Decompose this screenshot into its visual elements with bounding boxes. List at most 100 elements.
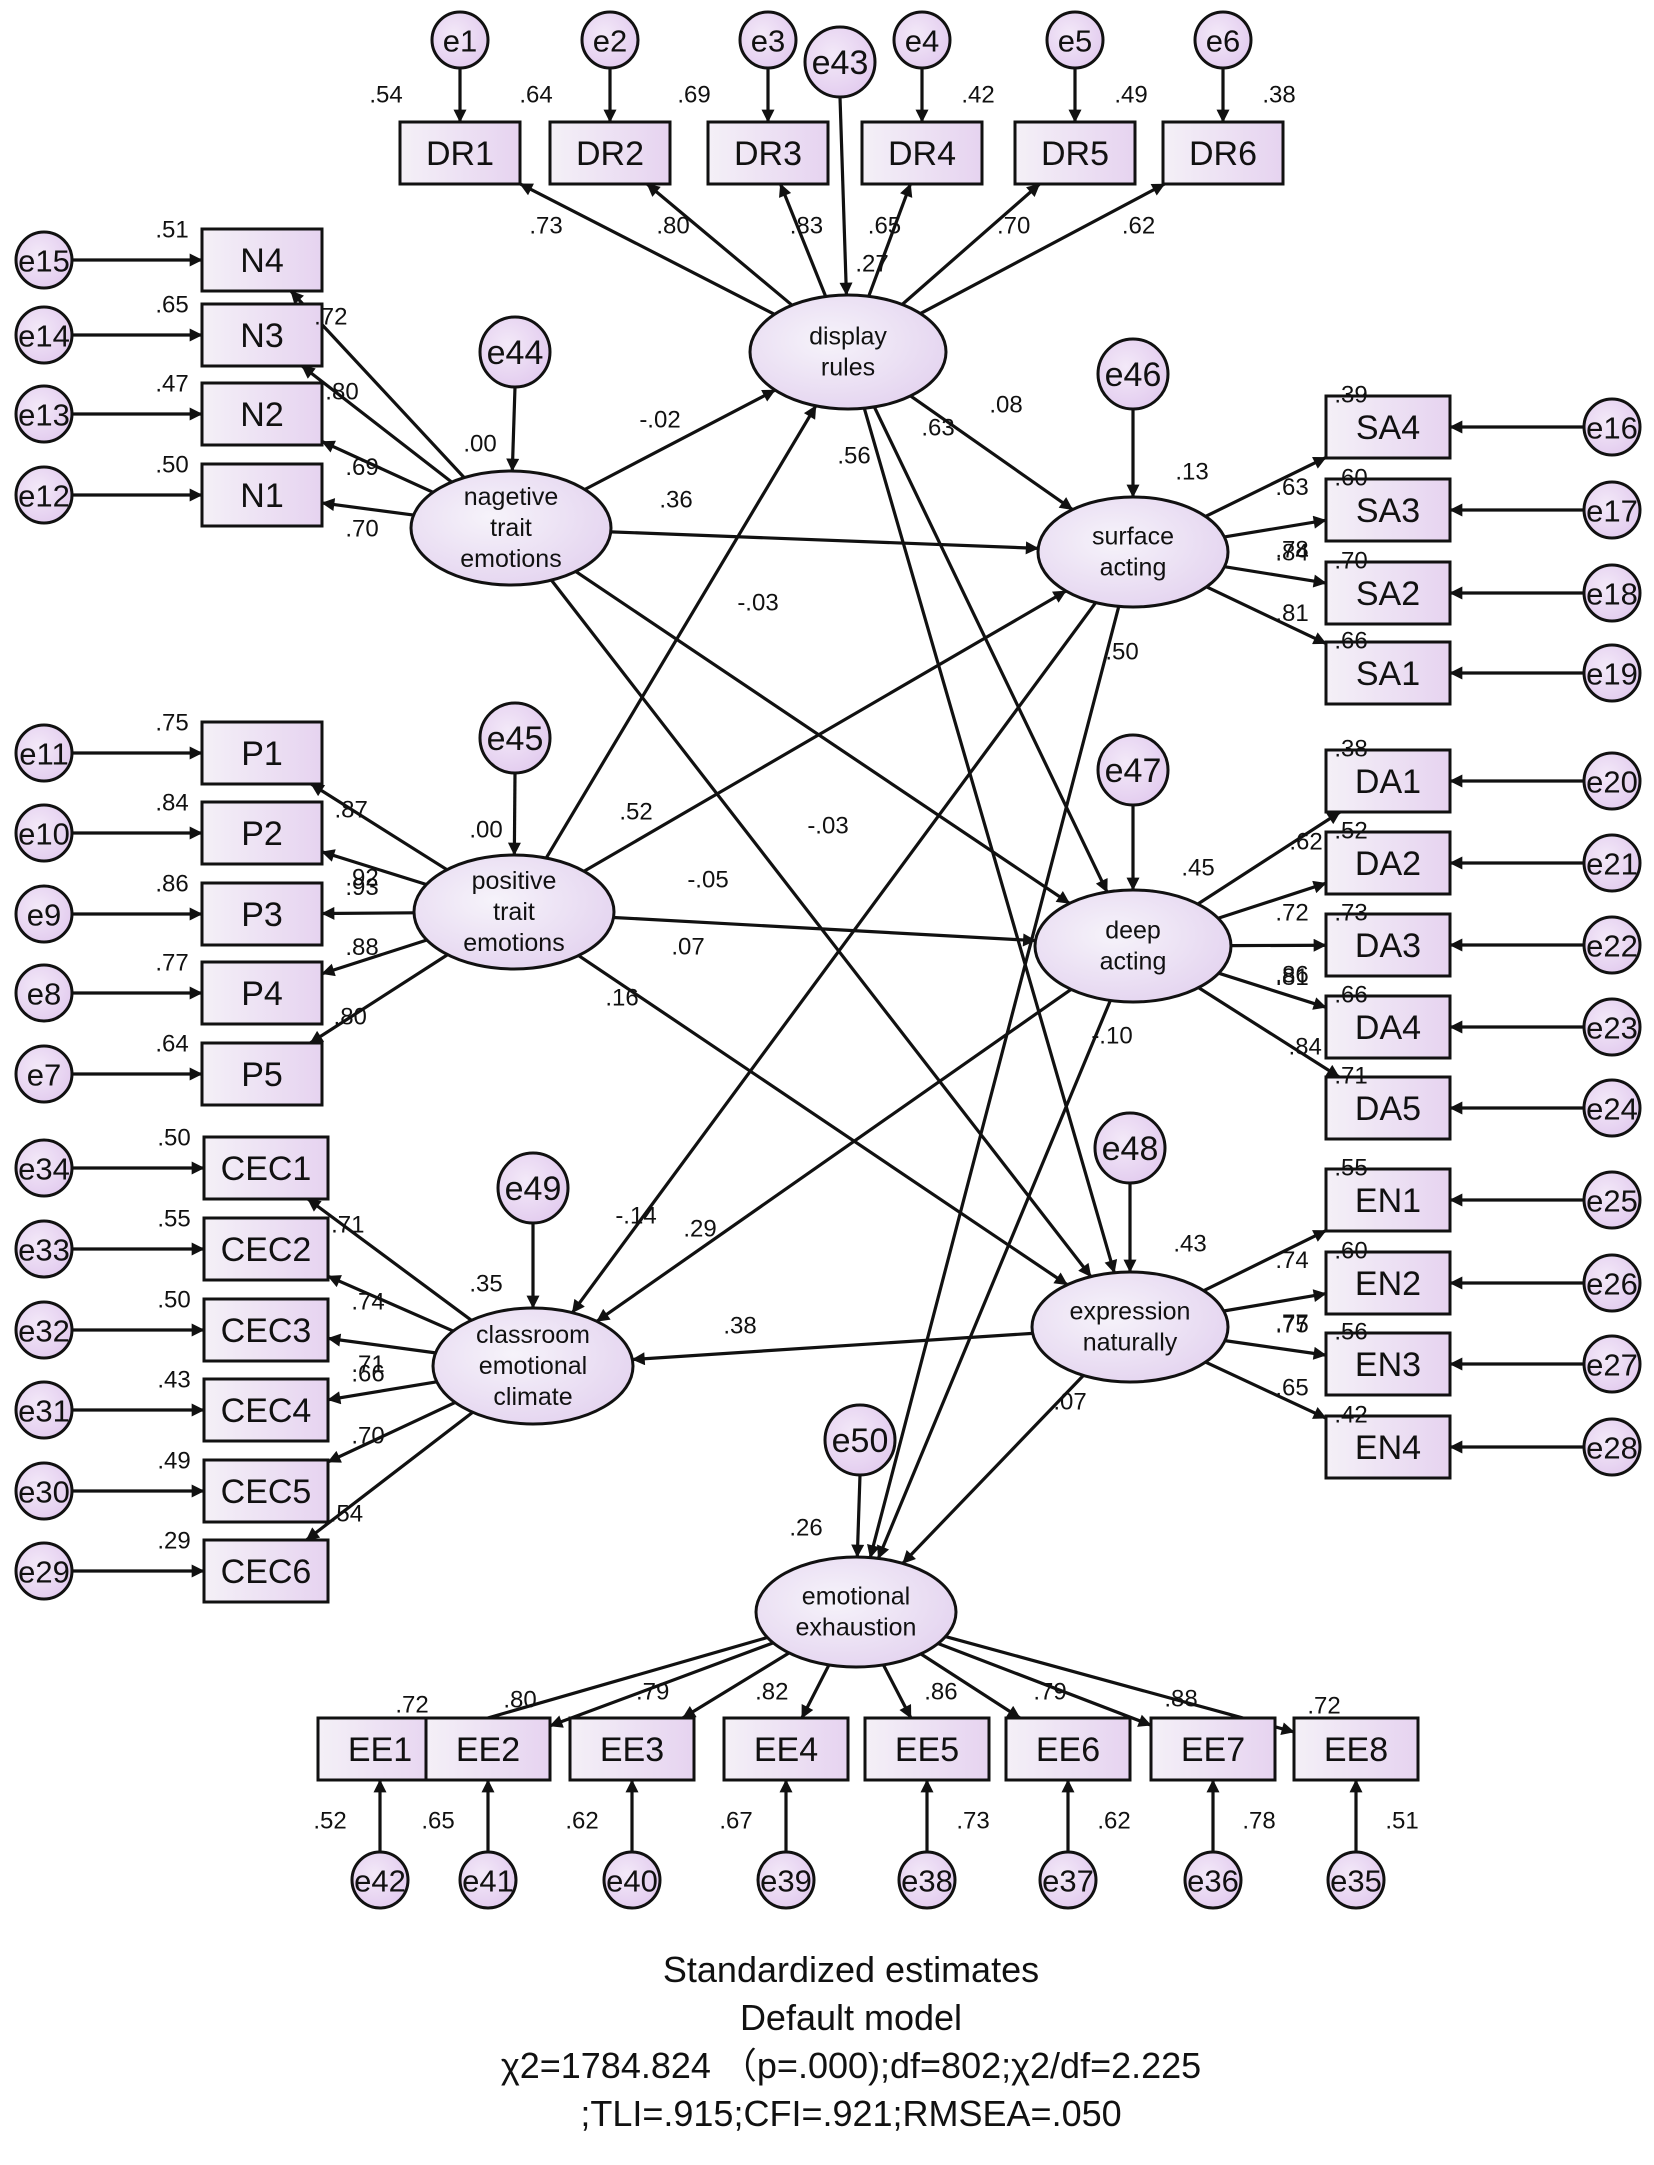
svg-text:N2: N2: [240, 396, 283, 434]
path-coef-sa-to-cec: -.14: [615, 1203, 656, 1230]
svg-text:EE5: EE5: [895, 1731, 959, 1769]
path-coef-pe-to-dr: .52: [619, 799, 652, 826]
indicator-cec4: CEC4: [202, 1377, 330, 1443]
latent-label-line: emotional: [802, 1583, 910, 1611]
loading-arrow-en4: [1204, 1360, 1327, 1420]
svg-text:e17: e17: [1586, 494, 1638, 529]
loading-arrow-cec6: [305, 1411, 474, 1542]
indicator-cec6: CEC6: [202, 1538, 330, 1604]
r2-label-cec5: .49: [157, 1448, 190, 1475]
latent-label-line: naturally: [1083, 1329, 1178, 1357]
r2-label-p3: .86: [155, 871, 188, 898]
loading-label-ee6: .79: [1033, 1679, 1066, 1706]
disturbance-e44: e44: [478, 315, 552, 389]
svg-text:DA4: DA4: [1355, 1009, 1421, 1047]
path-coef-ne-to-en: -.03: [807, 813, 848, 840]
error-term-e4: e4: [892, 10, 952, 70]
loading-label-dr2: .80: [656, 213, 689, 240]
r2-label-latent-cec: .35: [469, 1271, 502, 1298]
disturbance-e48: e48: [1093, 1111, 1167, 1185]
loading-label-cec5: .70: [351, 1422, 384, 1449]
path-arrow-ne-to-da: [574, 570, 1071, 905]
indicator-p2: P2: [200, 800, 324, 866]
svg-text:SA4: SA4: [1356, 409, 1420, 447]
error-term-e14: e14: [14, 305, 74, 365]
svg-text:e21: e21: [1586, 847, 1638, 882]
path-arrow-pe-to-dr: [544, 405, 818, 859]
r2-label-latent-pe: .00: [469, 817, 502, 844]
svg-text:DR1: DR1: [426, 135, 494, 173]
svg-text:e23: e23: [1586, 1011, 1638, 1046]
svg-text:SA2: SA2: [1356, 575, 1420, 613]
svg-text:e41: e41: [462, 1864, 514, 1899]
path-coef-pe-to-da: .07: [671, 934, 704, 961]
disturbance-arrow-e44: [506, 386, 520, 472]
indicator-ee3: EE3: [568, 1716, 696, 1782]
loading-arrow-ee5: [881, 1664, 913, 1719]
path-arrow-en-to-ee: [901, 1374, 1085, 1565]
r2-label-da2: .52: [1334, 818, 1367, 845]
svg-text:DA5: DA5: [1355, 1090, 1421, 1128]
svg-text:EN4: EN4: [1355, 1429, 1421, 1467]
loading-arrow-ee1: [441, 1635, 768, 1734]
footer-model: Default model: [740, 1997, 962, 2038]
error-term-e33: e33: [14, 1219, 74, 1279]
indicator-en4: EN4: [1324, 1414, 1452, 1480]
loading-arrow-da5: [1197, 986, 1341, 1079]
loading-label-ee5: .86: [924, 1679, 957, 1706]
svg-text:e15: e15: [18, 244, 70, 279]
coefficient-layer: .73.54.80.64.83.69.65.42.70.49.62.38.72.…: [155, 82, 1418, 1835]
loading-label-ee1: .72: [395, 1692, 428, 1719]
r2-label-cec3: .50: [157, 1287, 190, 1314]
loading-arrow-p4: [321, 938, 428, 977]
svg-text:e46: e46: [1105, 356, 1162, 394]
svg-text:DR5: DR5: [1041, 135, 1109, 173]
loading-arrow-dr3: [778, 183, 828, 298]
path-arrow-sa-to-cec: [571, 601, 1098, 1314]
loading-arrow-en1: [1202, 1229, 1327, 1293]
loading-label-sa1: .81: [1275, 600, 1308, 627]
loading-label-da3: .86: [1275, 962, 1308, 989]
loading-label-p4: .88: [345, 934, 378, 961]
svg-text:e43: e43: [812, 44, 869, 82]
path-coef-dr-to-da: .63: [921, 415, 954, 442]
svg-text:e4: e4: [905, 24, 939, 59]
path-arrow-sa-to-ee: [867, 605, 1121, 1559]
path-coef-da-to-ee: -.10: [1091, 1023, 1132, 1050]
latent-label-line: positive: [472, 867, 557, 895]
r2-label-p5: .64: [155, 1031, 188, 1058]
loading-label-en2: .77: [1275, 1310, 1308, 1337]
path-coef-pe-to-en: .16: [605, 985, 638, 1012]
loading-arrow-cec4: [327, 1380, 438, 1405]
loading-label-sa3: .78: [1275, 537, 1308, 564]
loading-arrow-sa1: [1205, 585, 1327, 646]
svg-text:EE2: EE2: [456, 1731, 520, 1769]
loading-arrow-cec1: [306, 1197, 473, 1322]
disturbance-e47: e47: [1096, 733, 1170, 807]
r2-label-en2: .60: [1334, 1238, 1367, 1265]
svg-text:EN2: EN2: [1355, 1265, 1421, 1303]
svg-text:e27: e27: [1586, 1348, 1638, 1383]
svg-text:e3: e3: [751, 24, 785, 59]
loading-arrow-sa4: [1204, 455, 1327, 518]
path-coef-pe-to-sa: -.05: [687, 867, 728, 894]
indicator-p3: P3: [200, 881, 324, 947]
r2-label-n3: .65: [155, 292, 188, 319]
error-term-e9: e9: [14, 884, 74, 944]
path-arrow-ne-to-dr: [583, 388, 776, 491]
indicator-cec5: CEC5: [202, 1458, 330, 1524]
error-term-e20: e20: [1582, 751, 1642, 811]
loading-arrow-cec3: [327, 1333, 436, 1355]
error-term-e29: e29: [14, 1541, 74, 1601]
loading-arrow-cec5: [327, 1400, 456, 1464]
loading-label-n1: .70: [345, 515, 378, 542]
path-coef-dr-to-sa: .08: [989, 392, 1022, 419]
loading-arrow-dr1: [519, 182, 776, 316]
r2-label-n4: .51: [155, 217, 188, 244]
indicator-cec1: CEC1: [202, 1135, 330, 1201]
disturbance-e45: e45: [478, 701, 552, 775]
path-arrow-ne-to-sa: [610, 530, 1039, 555]
